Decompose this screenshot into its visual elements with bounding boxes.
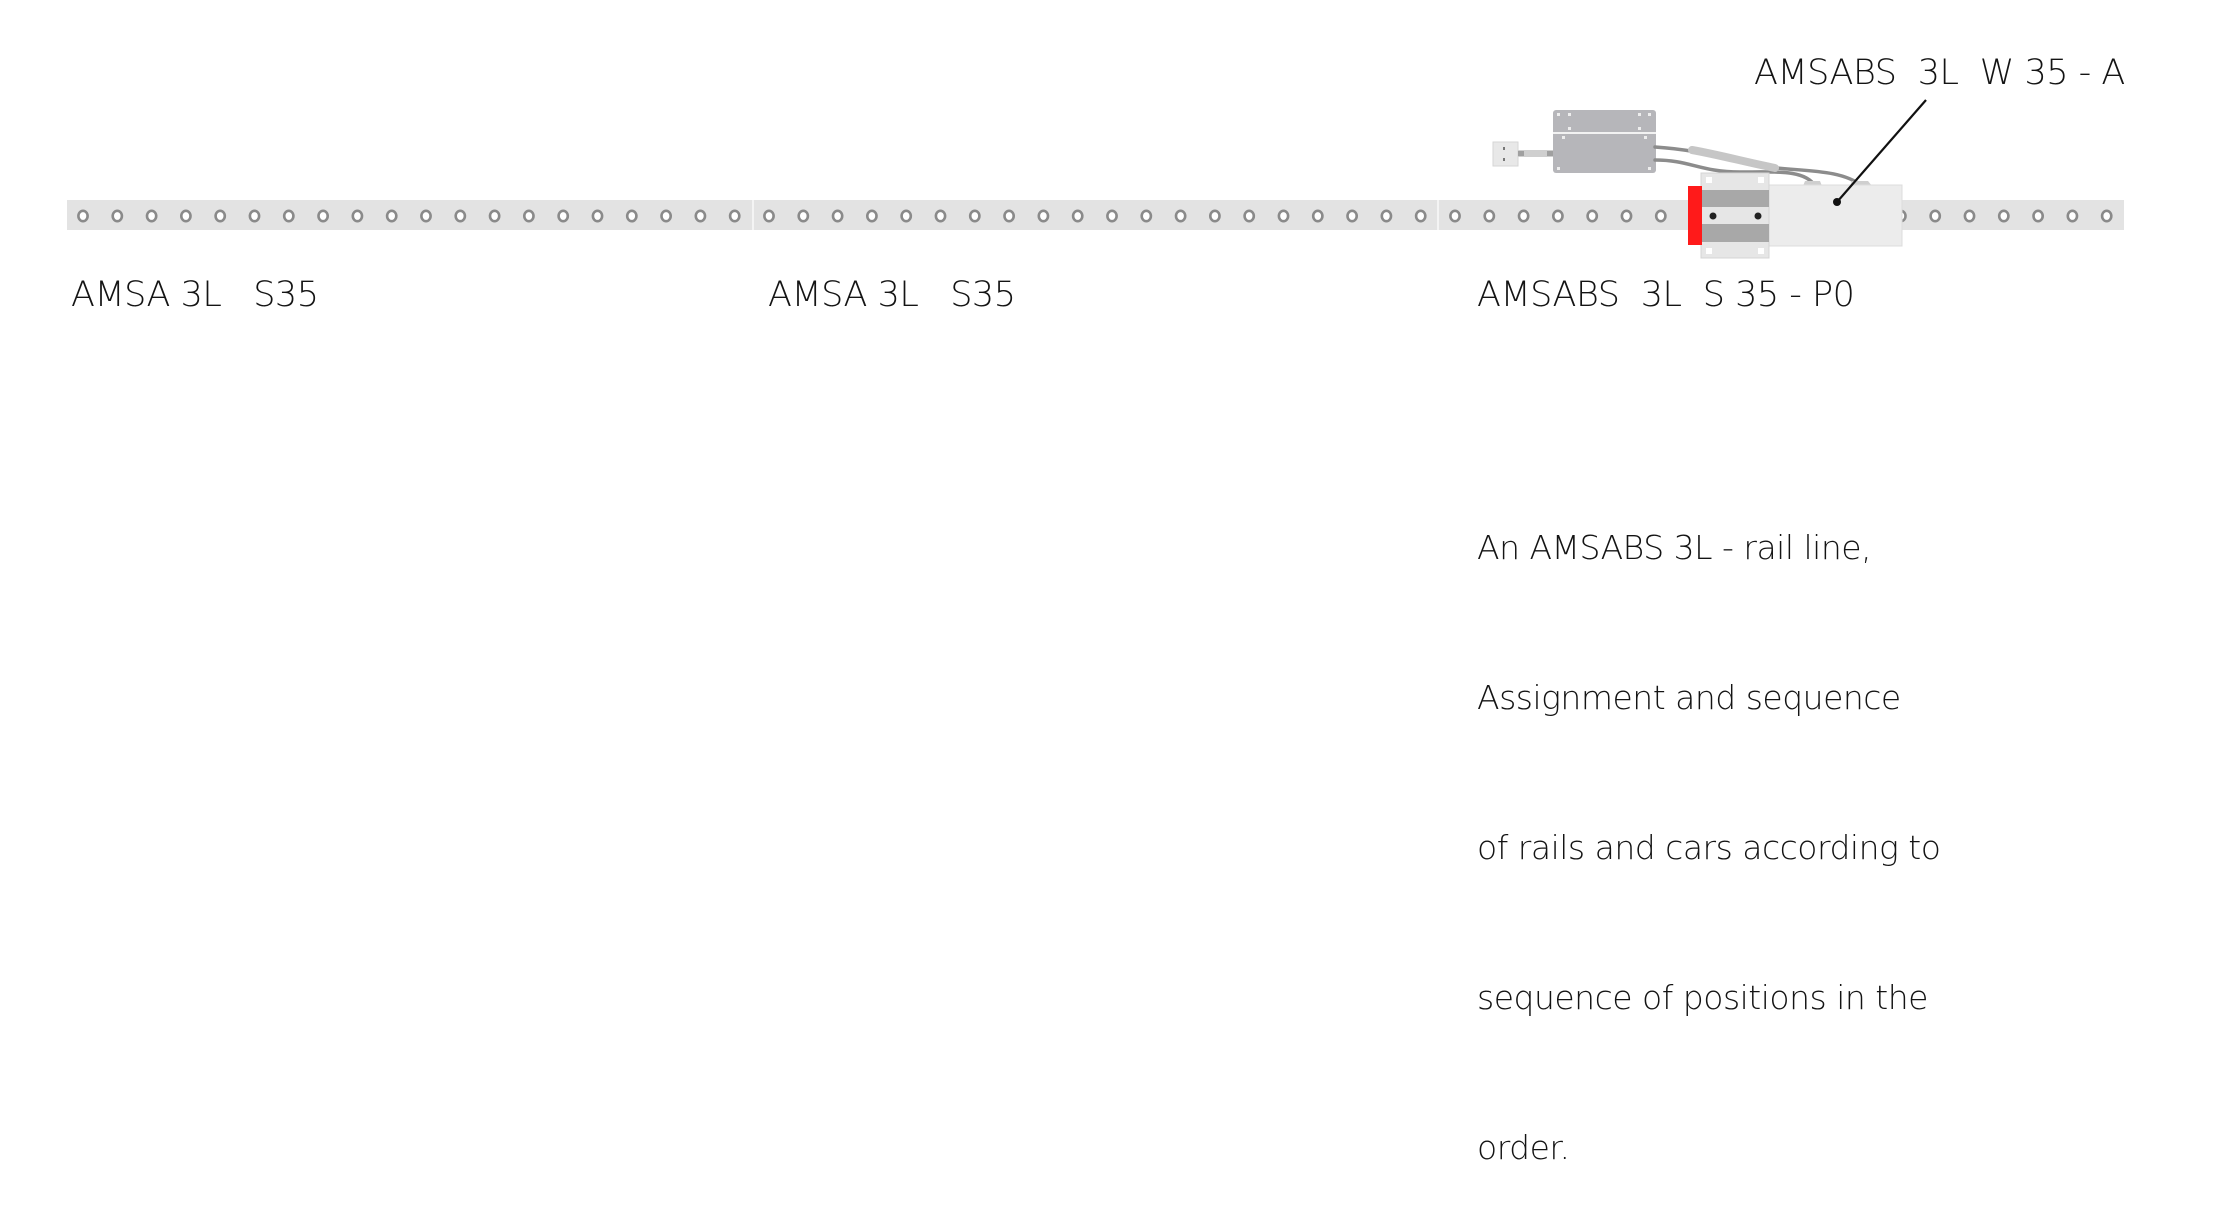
rail-diagram [67,99,2124,259]
description-line: An AMSABS 3L - rail line, [1477,528,1872,567]
rail-label-segment-2: AMSA 3L S35 [768,275,1016,315]
carriage-label: AMSABS 3L W 35 - A [1754,53,2125,93]
end-seal [1688,186,1702,245]
rail-label-segment-1: AMSA 3L S35 [71,275,319,315]
rail-label-segment-3: AMSABS 3L S 35 - P0 [1477,275,1855,315]
electronics-box [1492,110,1656,173]
measuring-head-housing [1768,184,1903,247]
callout-leader [1833,99,1927,206]
description-line: Assignment and sequence [1477,678,1901,717]
description-line: sequence of positions in the [1477,978,1928,1017]
sensor-cables [1653,145,1872,188]
description-line: order. [1477,1128,1570,1167]
description-text: An AMSABS 3L - rail line, Assignment and… [1477,423,1941,1223]
carriage-block [1700,172,1770,259]
description-line: of rails and cars according to [1477,828,1941,867]
